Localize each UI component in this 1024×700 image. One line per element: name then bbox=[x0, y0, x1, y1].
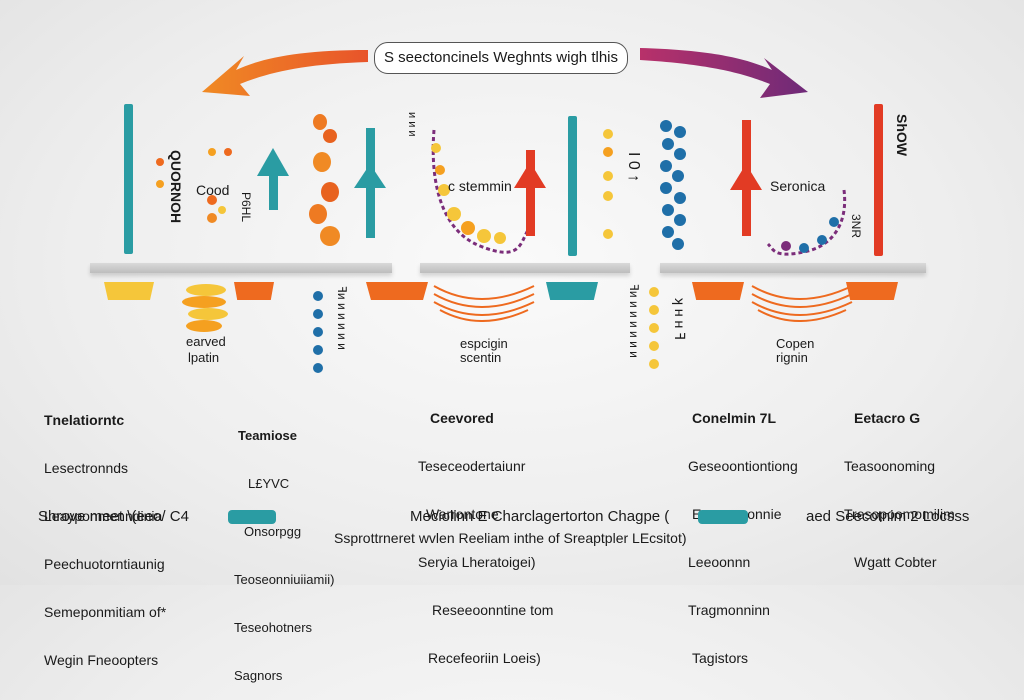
col3-chain bbox=[766, 189, 847, 256]
yellow-dot-column bbox=[649, 287, 659, 369]
vertical-text-2: ꟻᴎ ᴎ ᴎ ᴎ ᴎ ᴎ ᴎ bbox=[627, 284, 641, 358]
orange-waves-left bbox=[433, 285, 535, 322]
footer-bottom: Ssprottrneret wvlen Reeliam inthe of Sre… bbox=[334, 530, 687, 546]
tray-orange-left bbox=[234, 282, 274, 300]
text-block-1: Tnelatiorntc Lesectronnds Leayponmenndin… bbox=[44, 412, 167, 668]
shelf-left bbox=[90, 263, 392, 273]
label-lpatin: lpatin bbox=[188, 350, 220, 365]
diagram-title: S seectoncinels Weghnts wigh tlhis bbox=[374, 42, 628, 74]
shelf-right bbox=[660, 263, 926, 273]
tray-orange-far bbox=[846, 282, 898, 300]
teal-up-arrow-2-icon bbox=[354, 128, 386, 238]
tray-orange-right bbox=[692, 282, 744, 300]
footer-teal-bar-1 bbox=[228, 510, 276, 524]
vertical-text-3: ʞ ʜ ʜ ꟻ bbox=[672, 298, 688, 341]
footer-teal-bar-2 bbox=[698, 510, 748, 524]
yellow-capsules bbox=[182, 284, 228, 332]
col2-label: c stemmin bbox=[448, 178, 512, 194]
blue-dot-column bbox=[313, 291, 323, 373]
red-bar-right bbox=[874, 104, 883, 256]
col2-vertical-text: ᴎ ᴎ ᴎ bbox=[406, 112, 418, 137]
footer-left: Shrove meet \(eeo/ C4 bbox=[38, 508, 189, 525]
vertical-text-1: ꟻᴎ ᴎ ᴎ ᴎ ᴎ ᴎ bbox=[335, 286, 349, 350]
label-copen: Copen bbox=[776, 336, 815, 351]
label-rignin: rignin bbox=[776, 350, 808, 365]
text-block-4: Conelmin 7L Geseoontiontiong Eseqmmonnie… bbox=[688, 410, 798, 666]
red-up-arrow-icon bbox=[514, 150, 546, 236]
label-scentin: scentin bbox=[460, 350, 502, 365]
blue-bead-column bbox=[660, 120, 686, 250]
right-curved-arrow-icon bbox=[640, 48, 808, 98]
teal-bar-left bbox=[124, 104, 133, 254]
orange-waves-right bbox=[751, 285, 853, 322]
col3-vertical-label: ShOW bbox=[894, 114, 910, 156]
teal-up-arrow-icon bbox=[257, 148, 289, 210]
footer-center: Meciolinn E Charclagertorton Chagpe ( bbox=[410, 508, 670, 525]
col3-sub-label: 3NR bbox=[849, 214, 863, 239]
shelf-mid bbox=[420, 263, 630, 273]
col2-chain bbox=[431, 129, 530, 254]
text-block-5: Eetacro G Teasoonoming Tresopoomomilim W… bbox=[844, 410, 955, 570]
col1-label: Cood bbox=[196, 182, 230, 198]
red-up-arrow-2-icon bbox=[730, 120, 762, 236]
col3-label: Seronica bbox=[770, 178, 826, 194]
top-arrows bbox=[202, 48, 808, 98]
col1-food-dots bbox=[156, 148, 232, 223]
col2-small-vertical: I 0 ↑ bbox=[625, 152, 642, 183]
footer-right: aed Seecotnim 2 Locsss bbox=[806, 508, 970, 525]
orange-cluster bbox=[309, 114, 340, 246]
label-earved: earved bbox=[186, 334, 226, 349]
left-curved-arrow-icon bbox=[202, 50, 368, 96]
text-block-2: Teamiose L£YVC Onsorpgg Teoseonniuiiamii… bbox=[234, 428, 335, 683]
label-espcigin: espcigin bbox=[460, 336, 508, 351]
tray-yellow bbox=[104, 282, 154, 300]
tray-orange-mid bbox=[366, 282, 428, 300]
tray-teal bbox=[546, 282, 598, 300]
col2-yellow-dots bbox=[603, 129, 613, 239]
col1-small-label: P6HL bbox=[239, 192, 253, 223]
teal-bar-mid bbox=[568, 116, 577, 256]
